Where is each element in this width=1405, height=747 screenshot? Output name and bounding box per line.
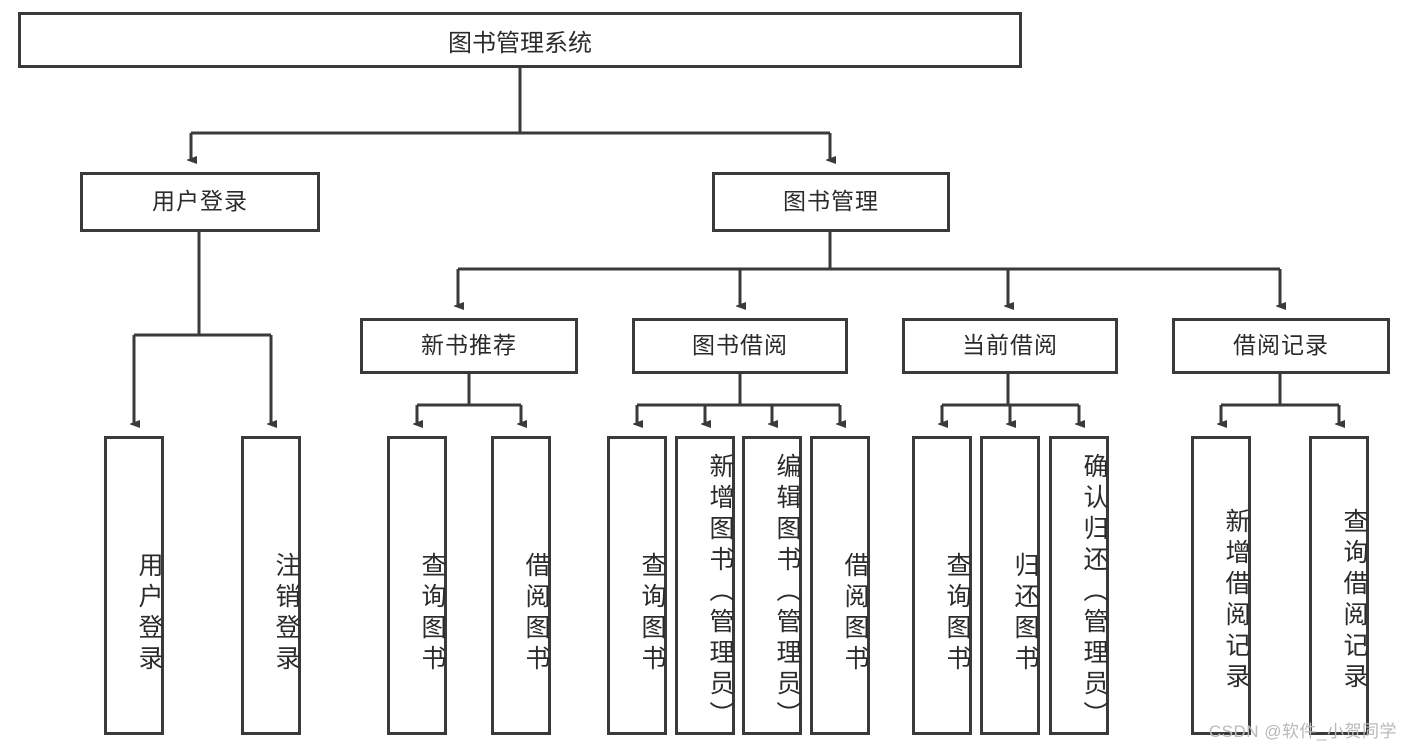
leaf-current-return-book[interactable]: 归还图书 [980, 436, 1040, 735]
leaf-user-login-logout[interactable]: 注销登录 [241, 436, 301, 735]
leaf-recommend-query-book[interactable]: 查询图书 [387, 436, 447, 735]
node-new-book-recommend[interactable]: 新书推荐 [360, 318, 578, 374]
node-label: 查询图书 [943, 551, 971, 676]
leaf-borrow-query-book[interactable]: 查询图书 [607, 436, 667, 735]
node-user-login[interactable]: 用户登录 [80, 172, 320, 232]
node-label: 确认归还（管理员） [1080, 453, 1108, 732]
node-current-borrow[interactable]: 当前借阅 [902, 318, 1118, 374]
node-label: 查询图书 [638, 551, 666, 676]
leaf-borrow-edit-book-admin[interactable]: 编辑图书（管理员） [742, 436, 802, 735]
node-label: 查询借阅记录 [1340, 507, 1368, 694]
node-borrow-record[interactable]: 借阅记录 [1172, 318, 1390, 374]
node-label: 图书管理系统 [448, 29, 592, 57]
csdn-watermark: CSDN @软件_小贺同学 [1208, 722, 1397, 741]
node-label: 注销登录 [272, 551, 300, 676]
node-label: 图书管理 [783, 188, 879, 215]
node-label: 借阅记录 [1233, 332, 1329, 359]
node-label: 查询图书 [418, 551, 446, 676]
node-label: 编辑图书（管理员） [773, 453, 801, 732]
node-label: 当前借阅 [962, 332, 1058, 359]
node-label: 新书推荐 [421, 332, 517, 359]
leaf-current-confirm-return-admin[interactable]: 确认归还（管理员） [1049, 436, 1109, 735]
leaf-record-add-record[interactable]: 新增借阅记录 [1191, 436, 1251, 735]
node-label: 新增图书（管理员） [706, 453, 734, 732]
node-root-system[interactable]: 图书管理系统 [18, 12, 1022, 68]
node-label: 用户登录 [152, 188, 248, 215]
leaf-record-query-record[interactable]: 查询借阅记录 [1309, 436, 1369, 735]
leaf-borrow-add-book-admin[interactable]: 新增图书（管理员） [675, 436, 735, 735]
node-label: 借阅图书 [522, 551, 550, 676]
leaf-borrow-borrow-book[interactable]: 借阅图书 [810, 436, 870, 735]
node-book-management[interactable]: 图书管理 [712, 172, 950, 232]
node-label: 新增借阅记录 [1222, 507, 1250, 694]
leaf-user-login-login[interactable]: 用户登录 [104, 436, 164, 735]
node-label: 图书借阅 [692, 332, 788, 359]
node-label: 归还图书 [1011, 551, 1039, 676]
leaf-recommend-borrow-book[interactable]: 借阅图书 [491, 436, 551, 735]
leaf-current-query-book[interactable]: 查询图书 [912, 436, 972, 735]
node-label: 用户登录 [135, 551, 163, 676]
node-label: 借阅图书 [841, 551, 869, 676]
node-book-borrow[interactable]: 图书借阅 [632, 318, 848, 374]
